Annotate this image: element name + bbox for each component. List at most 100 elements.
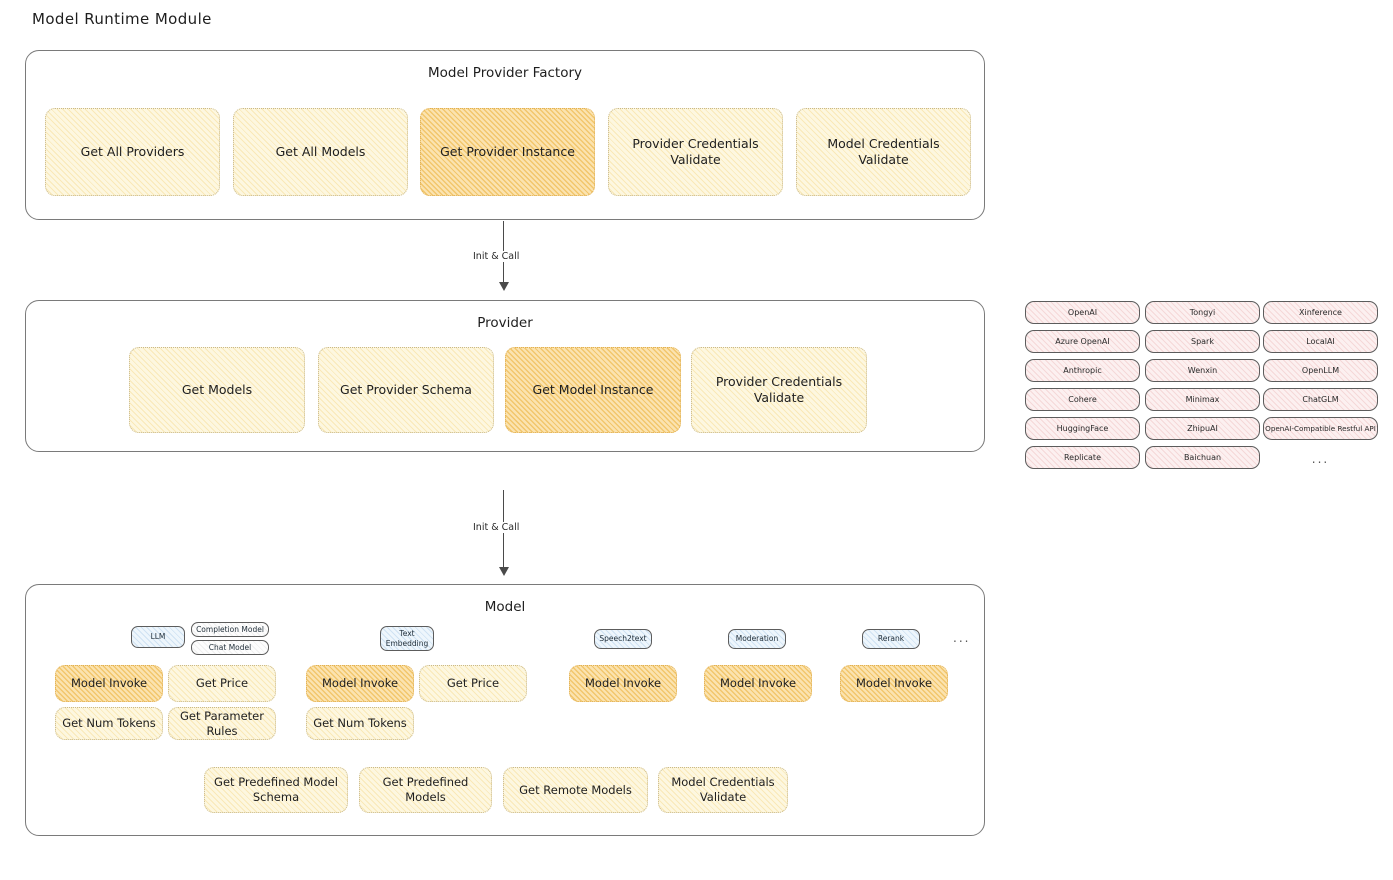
provider-chip-label: ChatGLM [1302, 395, 1339, 404]
op-label: Model Invoke [584, 676, 662, 691]
model-type-label: Speech2text [599, 634, 647, 644]
provider-chip-xinference[interactable]: Xinference [1263, 301, 1378, 324]
factory-item-provider-credentials-validate[interactable]: Provider Credentials Validate [608, 108, 783, 196]
model-type-label: Rerank [877, 634, 905, 644]
op-label: Model Credentials Validate [671, 775, 775, 804]
factory-item-label: Model Credentials Validate [827, 136, 940, 167]
provider-chip-wenxin[interactable]: Wenxin [1145, 359, 1260, 382]
provider-chip-cohere[interactable]: Cohere [1025, 388, 1140, 411]
factory-item-label: Get Provider Instance [440, 144, 575, 159]
provider-chip-label: LocalAI [1306, 337, 1335, 346]
op-label: Get Predefined Models [382, 775, 469, 804]
factory-item-label: Get All Providers [80, 144, 185, 159]
provider-chip-label: OpenAI [1067, 308, 1098, 317]
op-label: Get Remote Models [519, 782, 632, 797]
model-type-chip-text-embedding[interactable]: Text Embedding [380, 626, 434, 651]
model-type-label: LLM [150, 632, 166, 642]
provider-chip-openai-compatible-restful-api[interactable]: OpenAI-Compatible Restful API [1263, 417, 1378, 440]
provider-chip-localai[interactable]: LocalAI [1263, 330, 1378, 353]
op-label: Get Num Tokens [313, 716, 407, 731]
model-type-label: Moderation [735, 634, 779, 644]
provider-item-label: Get Provider Schema [340, 382, 472, 397]
provider-chip-label: Cohere [1068, 395, 1097, 404]
common-op-get-remote-models[interactable]: Get Remote Models [503, 767, 648, 813]
provider-chip-anthropic[interactable]: Anthropic [1025, 359, 1140, 382]
model-type-chip-rerank[interactable]: Rerank [862, 629, 920, 649]
speech2text-op-model-invoke[interactable]: Model Invoke [569, 665, 677, 702]
factory-item-get-all-providers[interactable]: Get All Providers [45, 108, 220, 196]
op-label: Model Invoke [855, 676, 933, 691]
common-op-get-predefined-model-schema[interactable]: Get Predefined Model Schema [204, 767, 348, 813]
provider-chip-label: OpenAI-Compatible Restful API [1265, 424, 1376, 433]
factory-item-label: Provider Credentials Validate [632, 136, 759, 167]
model-title: Model [484, 599, 526, 615]
model-type-label: Text Embedding [385, 629, 429, 648]
rerank-op-model-invoke[interactable]: Model Invoke [840, 665, 948, 702]
op-label: Get Predefined Model Schema [214, 775, 338, 804]
arrow-provider-to-model-label: Init & Call [470, 522, 523, 533]
moderation-op-model-invoke[interactable]: Model Invoke [704, 665, 812, 702]
provider-chip-label: Tongyi [1189, 308, 1216, 317]
embedding-op-get-num-tokens[interactable]: Get Num Tokens [306, 707, 414, 740]
provider-chip-label: HuggingFace [1056, 424, 1109, 433]
embedding-op-get-price[interactable]: Get Price [419, 665, 527, 702]
provider-panel: Provider Get Models Get Provider Schema … [25, 300, 992, 466]
provider-item-label: Get Models [181, 382, 253, 397]
op-label: Model Invoke [70, 676, 148, 691]
llm-op-model-invoke[interactable]: Model Invoke [55, 665, 163, 702]
provider-chip-azure-openai[interactable]: Azure OpenAI [1025, 330, 1140, 353]
common-op-get-predefined-models[interactable]: Get Predefined Models [359, 767, 492, 813]
op-label: Model Invoke [321, 676, 399, 691]
provider-chip-label: Minimax [1185, 395, 1220, 404]
embedding-op-model-invoke[interactable]: Model Invoke [306, 665, 414, 702]
op-label: Get Num Tokens [62, 716, 156, 731]
provider-chip-openai[interactable]: OpenAI [1025, 301, 1140, 324]
provider-chip-label: ZhipuAI [1187, 424, 1218, 433]
factory-item-get-all-models[interactable]: Get All Models [233, 108, 408, 196]
provider-item-get-provider-schema[interactable]: Get Provider Schema [318, 347, 494, 433]
provider-chip-spark[interactable]: Spark [1145, 330, 1260, 353]
provider-chip-huggingface[interactable]: HuggingFace [1025, 417, 1140, 440]
provider-item-get-model-instance[interactable]: Get Model Instance [505, 347, 681, 433]
provider-chip-label: Baichuan [1183, 453, 1222, 462]
factory-item-get-provider-instance[interactable]: Get Provider Instance [420, 108, 595, 196]
provider-chip-openllm[interactable]: OpenLLM [1263, 359, 1378, 382]
model-type-more: ... [953, 631, 971, 645]
model-type-chip-llm[interactable]: LLM [131, 626, 185, 648]
llm-op-get-price[interactable]: Get Price [168, 665, 276, 702]
model-type-chip-speech2text[interactable]: Speech2text [594, 629, 652, 649]
provider-chip-zhipuai[interactable]: ZhipuAI [1145, 417, 1260, 440]
provider-chip-label: Wenxin [1187, 366, 1218, 375]
provider-chip-baichuan[interactable]: Baichuan [1145, 446, 1260, 469]
model-type-label: Completion Model [196, 624, 264, 634]
op-label: Get Price [195, 676, 249, 691]
provider-item-get-models[interactable]: Get Models [129, 347, 305, 433]
provider-chip-label: ... [1311, 452, 1330, 466]
model-panel-stack-layer [42, 842, 1000, 856]
provider-item-label: Provider Credentials Validate [715, 374, 843, 405]
provider-chip-replicate[interactable]: Replicate [1025, 446, 1140, 469]
provider-chip-tongyi[interactable]: Tongyi [1145, 301, 1260, 324]
llm-op-get-parameter-rules[interactable]: Get Parameter Rules [168, 707, 276, 740]
provider-chip-minimax[interactable]: Minimax [1145, 388, 1260, 411]
provider-item-provider-credentials-validate[interactable]: Provider Credentials Validate [691, 347, 867, 433]
model-provider-factory-panel: Model Provider Factory Get All Providers… [25, 50, 985, 220]
model-provider-factory-title: Model Provider Factory [427, 65, 582, 81]
provider-chip-label: OpenLLM [1301, 366, 1340, 375]
common-op-model-credentials-validate[interactable]: Model Credentials Validate [658, 767, 788, 813]
factory-item-model-credentials-validate[interactable]: Model Credentials Validate [796, 108, 971, 196]
provider-chip-label: Azure OpenAI [1055, 337, 1110, 346]
op-label: Model Invoke [719, 676, 797, 691]
provider-chip-label: Replicate [1063, 453, 1101, 462]
model-type-label: Chat Model [208, 642, 252, 652]
model-type-chip-completion-model[interactable]: Completion Model [191, 622, 269, 637]
provider-chip-label: Spark [1191, 337, 1214, 346]
model-type-chip-moderation[interactable]: Moderation [728, 629, 786, 649]
op-label: Get Price [446, 676, 500, 691]
llm-op-get-num-tokens[interactable]: Get Num Tokens [55, 707, 163, 740]
provider-chip-chatglm[interactable]: ChatGLM [1263, 388, 1378, 411]
provider-title: Provider [477, 315, 533, 331]
model-type-chip-chat-model[interactable]: Chat Model [191, 640, 269, 655]
arrow-factory-to-provider-label: Init & Call [470, 251, 523, 262]
